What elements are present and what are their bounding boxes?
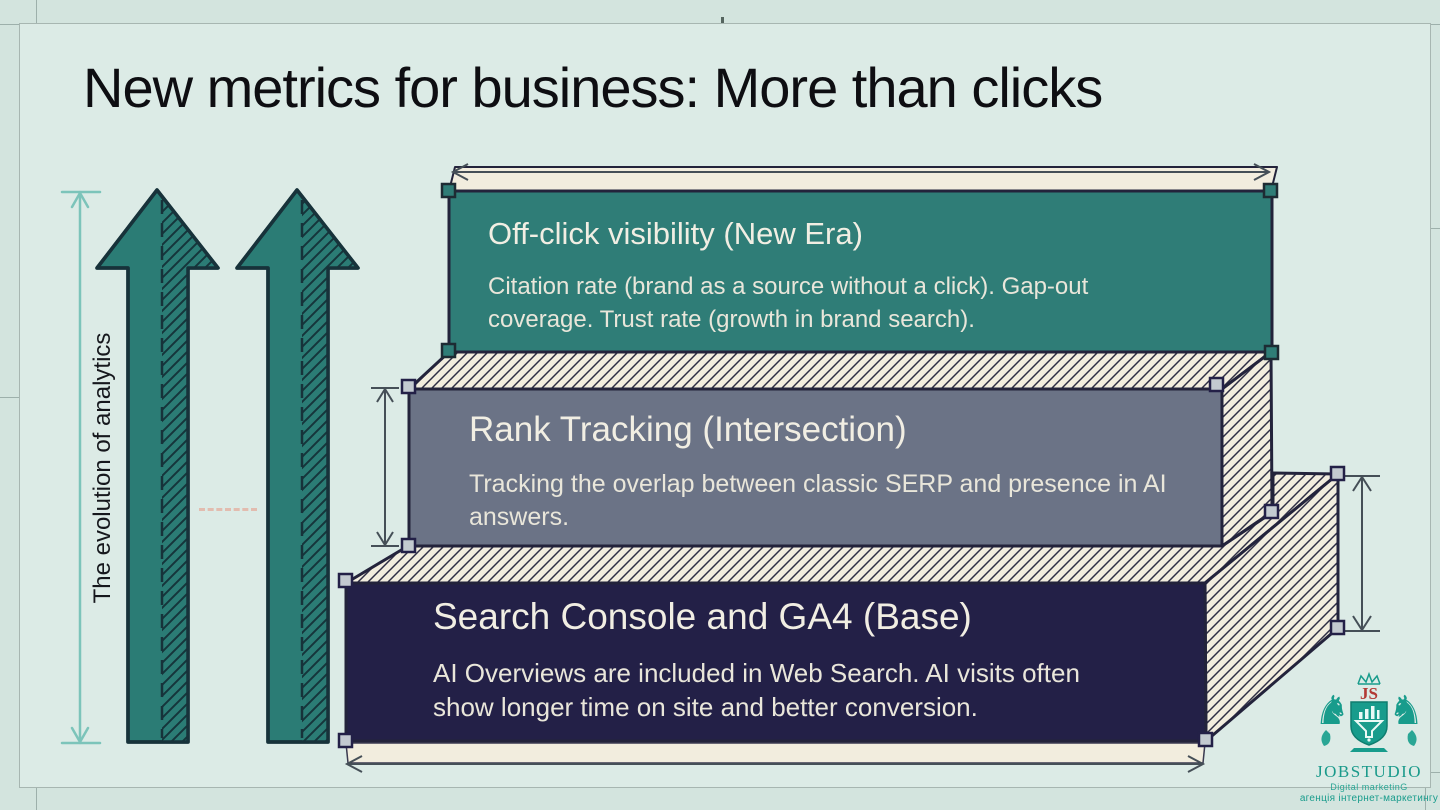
logo-name: JOBSTUDIO bbox=[1315, 762, 1423, 781]
canvas-rule-left-mid bbox=[0, 397, 19, 398]
evolution-arrow-2 bbox=[235, 188, 360, 744]
block-base-body: AI Overviews are included in Web Search.… bbox=[433, 658, 1080, 722]
corner-handles-teal bbox=[440, 182, 1280, 361]
jobstudio-crest-icon: JS ♞ ♞ bbox=[1314, 671, 1424, 752]
faint-annotation-dash bbox=[199, 508, 257, 511]
logo-tagline: Digital marketinG bbox=[1330, 782, 1408, 792]
logo-monogram: JS bbox=[1360, 684, 1378, 703]
canvas-rule-br-horiz bbox=[1425, 772, 1440, 773]
block-top-body: Citation rate (brand as a source without… bbox=[488, 273, 1089, 333]
base-shadow-band bbox=[345, 742, 1206, 764]
dimension-middle-height bbox=[371, 387, 399, 547]
dimension-base-height bbox=[1344, 475, 1380, 632]
block-top-text: Off-click visibility (New Era) Citation … bbox=[488, 216, 1178, 336]
logo-subtitle: агенція інтернет-маркетингу bbox=[1299, 793, 1439, 804]
page-title: New metrics for business: More than clic… bbox=[83, 56, 1103, 119]
evolution-dimension-line bbox=[60, 190, 102, 745]
dimension-top-width bbox=[450, 163, 1272, 181]
canvas-rule-left-bottom bbox=[36, 788, 37, 810]
block-middle-body: Tracking the overlap between classic SER… bbox=[469, 470, 1167, 531]
evolution-arrow-1 bbox=[95, 188, 220, 744]
block-middle-title: Rank Tracking (Intersection) bbox=[469, 410, 907, 449]
block-base-title: Search Console and GA4 (Base) bbox=[433, 596, 972, 637]
dimension-bottom-width bbox=[344, 755, 1206, 773]
corner-handles-gray bbox=[337, 376, 1346, 749]
canvas-rule-br-vert bbox=[1425, 772, 1426, 810]
block-base-text: Search Console and GA4 (Base) AI Overvie… bbox=[433, 596, 1133, 724]
horse-left-icon: ♞ bbox=[1314, 689, 1350, 733]
middle-top-face bbox=[407, 350, 1273, 391]
canvas-rule-left-top bbox=[36, 0, 37, 24]
axis-label: The evolution of analytics bbox=[89, 332, 116, 604]
block-top-title: Off-click visibility (New Era) bbox=[488, 216, 863, 251]
canvas-tick-top bbox=[721, 17, 724, 25]
top-band-face bbox=[448, 166, 1278, 192]
middle-front-face bbox=[407, 387, 1224, 548]
block-middle-text: Rank Tracking (Intersection) Tracking th… bbox=[469, 410, 1199, 534]
jobstudio-logo: JS ♞ ♞ JOBSTUDIO Digital marketinG агенц… bbox=[1296, 671, 1440, 804]
block-middle-3d bbox=[407, 350, 1274, 548]
horse-right-icon: ♞ bbox=[1388, 689, 1424, 733]
